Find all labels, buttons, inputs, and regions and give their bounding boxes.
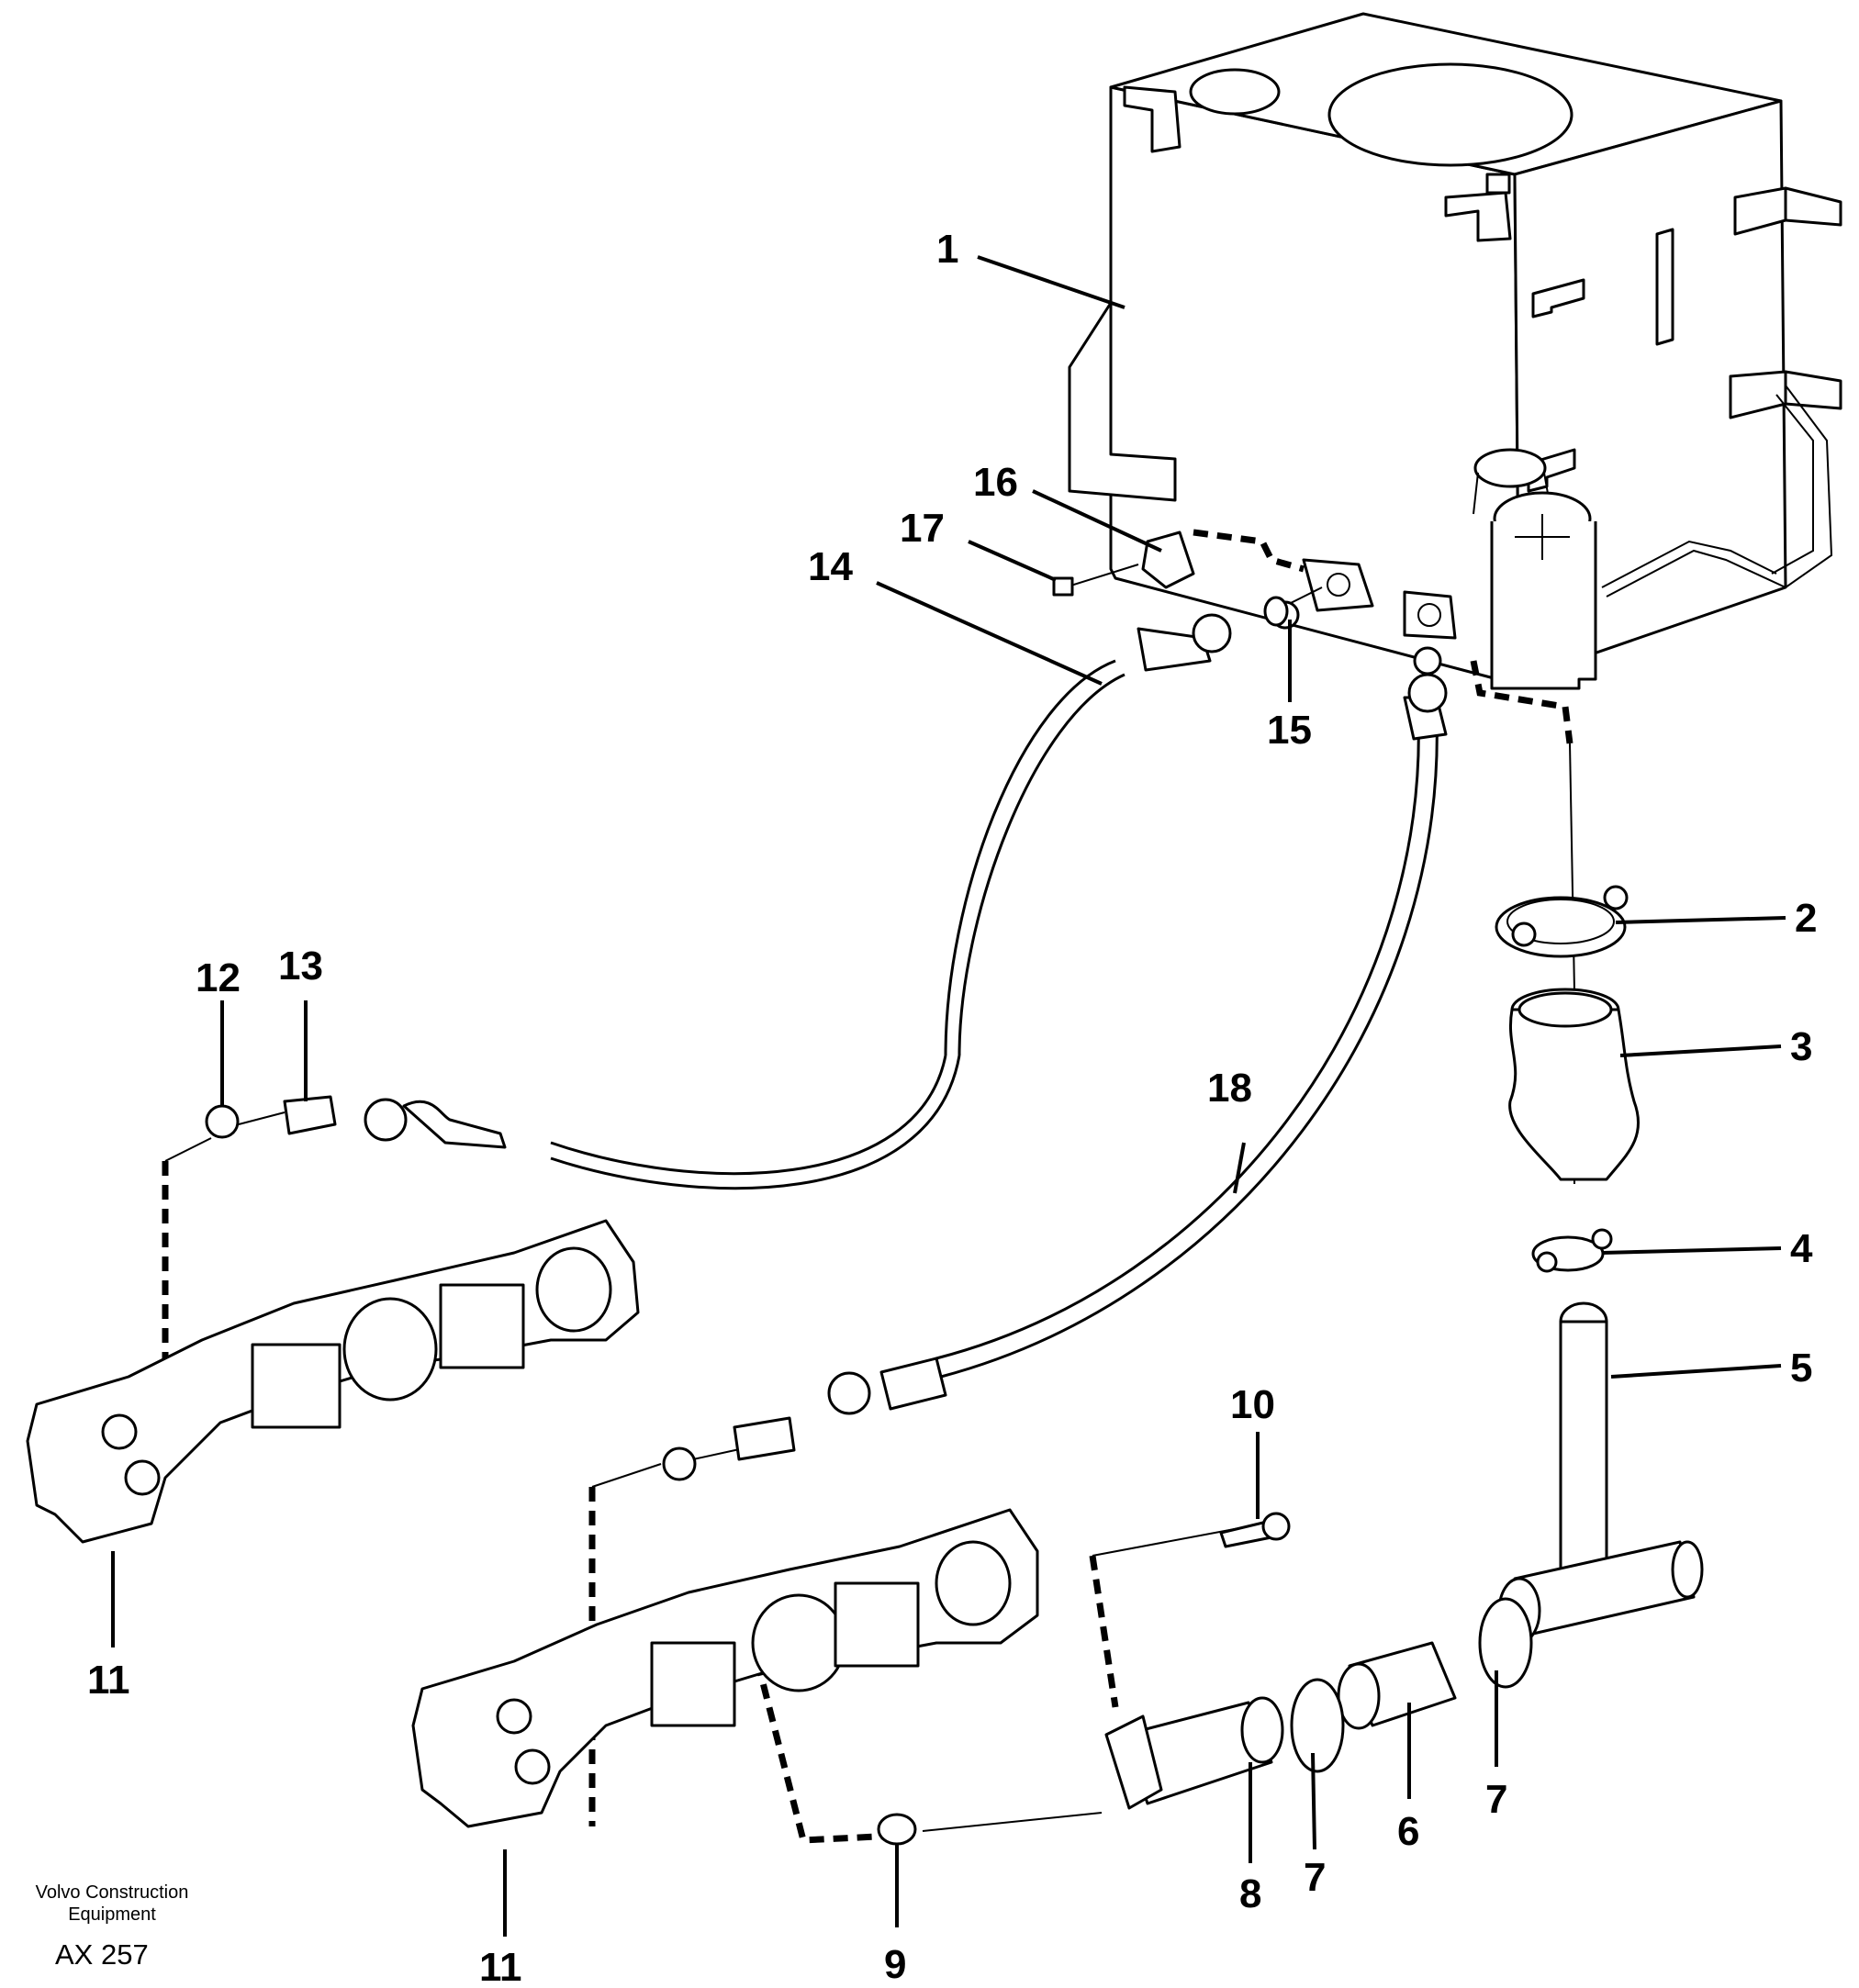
hose-14 — [550, 600, 1300, 1190]
callout-10: 10 — [1230, 1382, 1275, 1427]
callout-6: 6 — [1397, 1809, 1419, 1854]
hydraulic-tank — [1068, 12, 1842, 690]
callout-2: 2 — [1795, 896, 1817, 941]
callout-1: 1 — [936, 227, 958, 272]
callout-15: 15 — [1267, 708, 1312, 753]
callout-7-left: 7 — [1304, 1855, 1326, 1900]
flange-pipe-8 — [1104, 1696, 1284, 1810]
t-pipe-5 — [1497, 1301, 1704, 1645]
callout-labels: 1 2 3 4 5 6 7 7 8 9 10 11 11 12 13 14 15… — [87, 227, 1817, 1988]
clamp-16-bolt-17 — [1052, 531, 1289, 627]
callout-7-right: 7 — [1485, 1777, 1507, 1822]
callout-11-upper: 11 — [87, 1658, 130, 1703]
callout-13: 13 — [278, 944, 323, 988]
callout-8: 8 — [1239, 1871, 1261, 1916]
callout-5: 5 — [1790, 1346, 1812, 1390]
rubber-hose-3 — [1508, 988, 1640, 1181]
pump-lower-11 — [411, 1508, 1039, 1828]
brand-line-1: Volvo Construction — [36, 1882, 189, 1903]
footer-brand: Volvo Construction Equipment AX 257 — [36, 1882, 189, 1971]
callout-18: 18 — [1207, 1066, 1252, 1111]
callout-17: 17 — [900, 506, 945, 551]
pump-upper-11 — [26, 1219, 640, 1544]
drawing-code: AX 257 — [55, 1938, 149, 1971]
hose-18 — [662, 646, 1448, 1481]
brand-line-2: Equipment — [68, 1904, 156, 1925]
callout-14: 14 — [808, 544, 853, 589]
callout-4: 4 — [1790, 1226, 1813, 1271]
callout-12: 12 — [196, 955, 241, 1000]
leader-lines — [111, 255, 1786, 1937]
clamp-2 — [1495, 885, 1629, 958]
o-ring-9 — [877, 1813, 917, 1846]
clamp-4 — [1531, 1228, 1613, 1273]
callout-16: 16 — [973, 460, 1018, 505]
hose-6 — [1337, 1641, 1457, 1730]
clamps-7 — [1290, 1597, 1533, 1773]
callout-3: 3 — [1790, 1024, 1812, 1069]
fittings-12-13 — [205, 1095, 507, 1149]
bolt-10 — [1219, 1512, 1291, 1548]
callout-11-lower: 11 — [479, 1945, 522, 1988]
callout-9: 9 — [884, 1942, 906, 1987]
